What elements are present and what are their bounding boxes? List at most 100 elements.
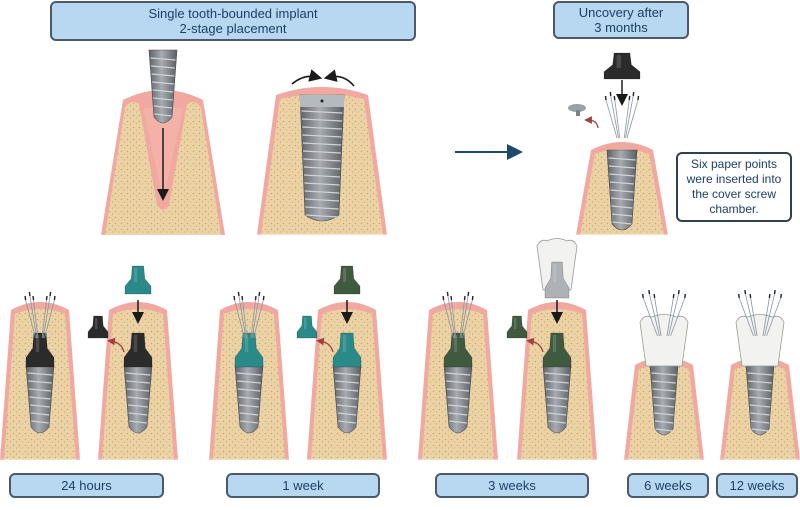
implant-thread (653, 396, 675, 400)
cap-body (296, 315, 318, 339)
implant-thread (30, 412, 50, 416)
paper-point (642, 297, 658, 337)
paper-point-tip (450, 295, 453, 301)
implant-thread (749, 396, 771, 400)
implant-thread (750, 420, 770, 424)
w1-abutment-b (332, 332, 362, 368)
bone-tissue (105, 101, 221, 235)
note-line1: Six paper points (690, 157, 778, 171)
paper-point (654, 297, 662, 337)
h24-abutment-b (123, 332, 153, 368)
cap-body (332, 332, 362, 368)
paper-point-tip (45, 295, 48, 301)
implant-body (148, 49, 178, 124)
w3-abutment-b (542, 332, 572, 368)
paper-point (750, 297, 758, 337)
paper-point-tip (262, 295, 265, 301)
implant-thread (751, 428, 769, 432)
implant-thread (303, 150, 341, 154)
crown-body (639, 314, 689, 367)
implant-thread (336, 396, 358, 400)
paper-point (670, 297, 686, 337)
uncovery-title-line2: 3 months (594, 20, 648, 35)
implant-thread (608, 157, 636, 161)
timeline-label-1-week: 1 week (226, 473, 380, 498)
timeline-label-3-weeks: 3 weeks (435, 473, 589, 498)
w1-implant-b (332, 364, 362, 434)
h24-paper-points (24, 291, 56, 339)
w3-paper-points (442, 291, 474, 339)
implant-thread (611, 213, 633, 217)
paper-point-tip (49, 291, 52, 297)
paper-point-tip (32, 295, 35, 301)
paper-point-tip (467, 291, 470, 297)
paper-point (250, 299, 256, 339)
paper-points-note: Six paper points were inserted into the … (676, 152, 792, 222)
paper-point-tip (233, 295, 236, 301)
cap-body (234, 332, 264, 368)
implant-thread (612, 221, 632, 225)
paper-point (451, 299, 457, 339)
implant-thread (748, 388, 772, 392)
implant-thread (750, 412, 770, 416)
paper-point-tip (609, 91, 612, 97)
implant-thread (610, 189, 634, 193)
implant-thread (608, 165, 636, 169)
implant-thread (126, 380, 150, 384)
cap-highlight (133, 335, 138, 352)
paper-point (762, 297, 770, 337)
paper-point-tip (773, 289, 776, 295)
implant-thread (128, 404, 148, 408)
cap-highlight (553, 264, 557, 282)
note-line2: were inserted into (686, 172, 782, 186)
implant-thread (611, 205, 633, 209)
paper-point (242, 299, 248, 339)
timeline-label-12-weeks: 12 weeks (716, 473, 798, 498)
paper-point (44, 299, 55, 339)
fade (207, 442, 291, 462)
paper-point-tip (637, 95, 640, 101)
paper-point-tip (604, 95, 607, 101)
h24-implant-a (25, 364, 55, 434)
timeline-label-text: 6 weeks (644, 478, 692, 493)
implant-thread (305, 198, 339, 202)
implant-thread (28, 380, 52, 384)
paper-point (745, 293, 756, 337)
stage-title-line2: 2-stage placement (179, 21, 287, 36)
implant-thread (151, 65, 175, 69)
cap-highlight (552, 335, 557, 352)
h24-removed-abutment (87, 315, 109, 339)
implant-thread (337, 404, 357, 408)
w3-crown-abutment (544, 261, 570, 299)
w12-implant (745, 364, 775, 436)
implant-thread (301, 118, 343, 122)
paper-point (610, 95, 619, 139)
cap-body (542, 332, 572, 368)
implant-thread (304, 190, 340, 194)
w3-implant-a (443, 364, 473, 434)
fade (515, 442, 599, 462)
implant-thread (28, 388, 52, 392)
implant-thread (748, 380, 772, 384)
implant-thread (446, 380, 470, 384)
implant-thread (547, 412, 567, 416)
paper-point-tip (642, 293, 644, 299)
implant-thread (337, 412, 357, 416)
h24-removal-arrow (107, 337, 125, 353)
implant-thread (303, 166, 341, 170)
implant-thread (652, 380, 676, 384)
paper-point-tip (744, 289, 747, 295)
paper-point (460, 295, 469, 339)
paper-point (234, 299, 245, 339)
osteotomy-panel (101, 90, 225, 238)
cap-highlight (134, 268, 138, 282)
w1-removal-arrow (316, 337, 334, 353)
paper-point (623, 99, 630, 139)
implant-thread (239, 412, 259, 416)
black-healing-abutment (603, 52, 641, 80)
implant-thread (304, 182, 340, 186)
paper-point-tip (24, 295, 27, 301)
cap-highlight (304, 318, 307, 329)
implant-body (299, 94, 345, 222)
